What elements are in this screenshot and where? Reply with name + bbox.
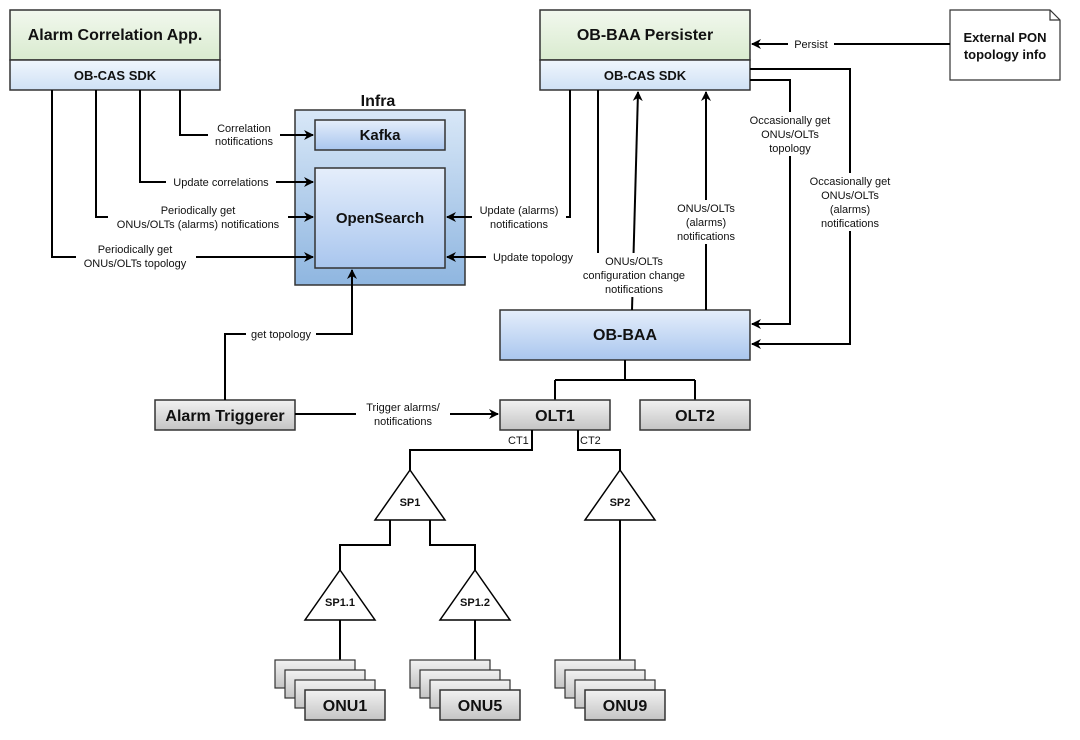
onu5-label: ONU5: [458, 698, 503, 715]
label-trigger-2: notifications: [374, 416, 433, 428]
label-periodic-topology-2: ONUs/OLTs topology: [84, 258, 187, 270]
external-doc-shape: [949, 9, 1061, 81]
sp12-label: SP1.2: [460, 597, 490, 609]
label-correlation-notifications: notifications: [215, 136, 274, 148]
opensearch-label: OpenSearch: [336, 210, 424, 227]
alarm-app-label: Alarm Correlation App.: [28, 27, 203, 44]
external-pon-topology: External PON topology info: [949, 9, 1061, 81]
alarm-triggerer-label: Alarm Triggerer: [165, 408, 284, 425]
alarm-app-edges: Correlation notifications Update correla…: [51, 90, 314, 270]
edge-ct1: [409, 430, 533, 470]
olt2-box: [639, 399, 751, 431]
onu1-label: ONU1: [323, 698, 368, 715]
sp2-triangle: [583, 468, 657, 521]
sp12-triangle: [438, 568, 512, 621]
alarm-app-sdk-label: OB-CAS SDK: [74, 68, 157, 83]
persister-sdk-box: [539, 59, 751, 91]
label-correlation: Correlation: [217, 123, 271, 135]
label-update-correlations: Update correlations: [173, 177, 269, 189]
sp1-label: SP1: [400, 497, 421, 509]
label-config-2: configuration change: [583, 270, 685, 282]
onu-stack-3: ONU9: [554, 659, 666, 721]
sp2-label: SP2: [610, 497, 631, 509]
label-occ-topo-3: topology: [769, 143, 811, 155]
persister-edges: Persist Update (alarms) notifications Up…: [446, 37, 950, 349]
onu-stack-1: ONU1: [274, 659, 386, 721]
label-config-1: ONUs/OLTs: [605, 256, 663, 268]
infra-label: Infra: [361, 93, 396, 110]
label-periodic-alarms-2: ONUs/OLTs (alarms) notifications: [117, 219, 280, 231]
label-onu-alarms-3: notifications: [677, 231, 736, 243]
olt1-label: OLT1: [535, 408, 575, 425]
label-occ-topo-1: Occasionally get: [750, 115, 831, 127]
alarm-triggerer: Alarm Triggerer get topology Trigger ala…: [154, 269, 499, 431]
label-update-alarms-2: notifications: [490, 219, 549, 231]
label-trigger-1: Trigger alarms/: [366, 402, 440, 414]
label-onu-alarms-2: (alarms): [686, 217, 726, 229]
obbaa-persister: OB-BAA Persister OB-CAS SDK: [539, 9, 751, 91]
label-occ-alarms-3: (alarms): [830, 204, 870, 216]
edge-obbaa-to-olts: [554, 360, 696, 400]
alarm-correlation-app: Alarm Correlation App. OB-CAS SDK: [9, 9, 221, 91]
label-ct1: CT1: [508, 435, 529, 447]
label-update-topology: Update topology: [493, 252, 574, 264]
label-occ-alarms-2: ONUs/OLTs: [821, 190, 879, 202]
alarm-app-box: [9, 9, 221, 61]
label-persist: Persist: [794, 39, 828, 51]
label-update-alarms-1: Update (alarms): [480, 205, 559, 217]
olt1-box: [499, 399, 611, 431]
alarm-app-sdk-box: [9, 59, 221, 91]
sp11-label: SP1.1: [325, 597, 355, 609]
obbaa-label: OB-BAA: [593, 327, 657, 344]
onu9-label: ONU9: [603, 698, 648, 715]
obbaa-edges: ONUs/OLTs (alarms) notifications ONUs/OL…: [554, 91, 744, 400]
edge-sp1-sp12: [429, 520, 476, 570]
persister-box: [539, 9, 751, 61]
pon-tree: CT1 CT2 SP1 SP2 SP1.1 SP1.2 ONU1: [274, 430, 666, 721]
edge-ct2: [577, 430, 621, 470]
obbaa: OB-BAA: [499, 309, 751, 361]
sp11-triangle: [303, 568, 377, 621]
edge-occasional-topology: [750, 79, 791, 329]
onu9-box: [584, 689, 666, 721]
label-occ-topo-2: ONUs/OLTs: [761, 129, 819, 141]
external-label-line1: External PON: [963, 30, 1046, 45]
infra-group: Infra Kafka OpenSearch: [294, 93, 466, 286]
obbaa-box: [499, 309, 751, 361]
persister-label: OB-BAA Persister: [577, 27, 713, 44]
edge-periodic-alarms: [95, 90, 314, 222]
label-get-topology: get topology: [251, 329, 311, 341]
onu5-box: [439, 689, 521, 721]
kafka-label: Kafka: [360, 127, 402, 144]
label-occ-alarms-1: Occasionally get: [810, 176, 891, 188]
edge-update-topology: [446, 90, 599, 262]
sp1-triangle: [373, 468, 447, 521]
alarm-triggerer-box: [154, 399, 296, 431]
edge-periodic-topology: [51, 90, 314, 262]
persister-sdk-label: OB-CAS SDK: [604, 68, 687, 83]
label-onu-alarms-1: ONUs/OLTs: [677, 203, 735, 215]
onu-stack-2: ONU5: [409, 659, 521, 721]
label-periodic-topology-1: Periodically get: [98, 244, 173, 256]
label-ct2: CT2: [580, 435, 601, 447]
label-periodic-alarms-1: Periodically get: [161, 205, 236, 217]
label-config-3: notifications: [605, 284, 664, 296]
edge-sp1-sp11: [339, 520, 391, 570]
onu1-box: [304, 689, 386, 721]
label-occ-alarms-4: notifications: [821, 218, 880, 230]
kafka-box: [314, 119, 446, 151]
olt2-label: OLT2: [675, 408, 715, 425]
opensearch-box: [314, 167, 446, 269]
olts: OLT1 OLT2: [499, 399, 751, 431]
external-label-line2: topology info: [964, 47, 1046, 62]
